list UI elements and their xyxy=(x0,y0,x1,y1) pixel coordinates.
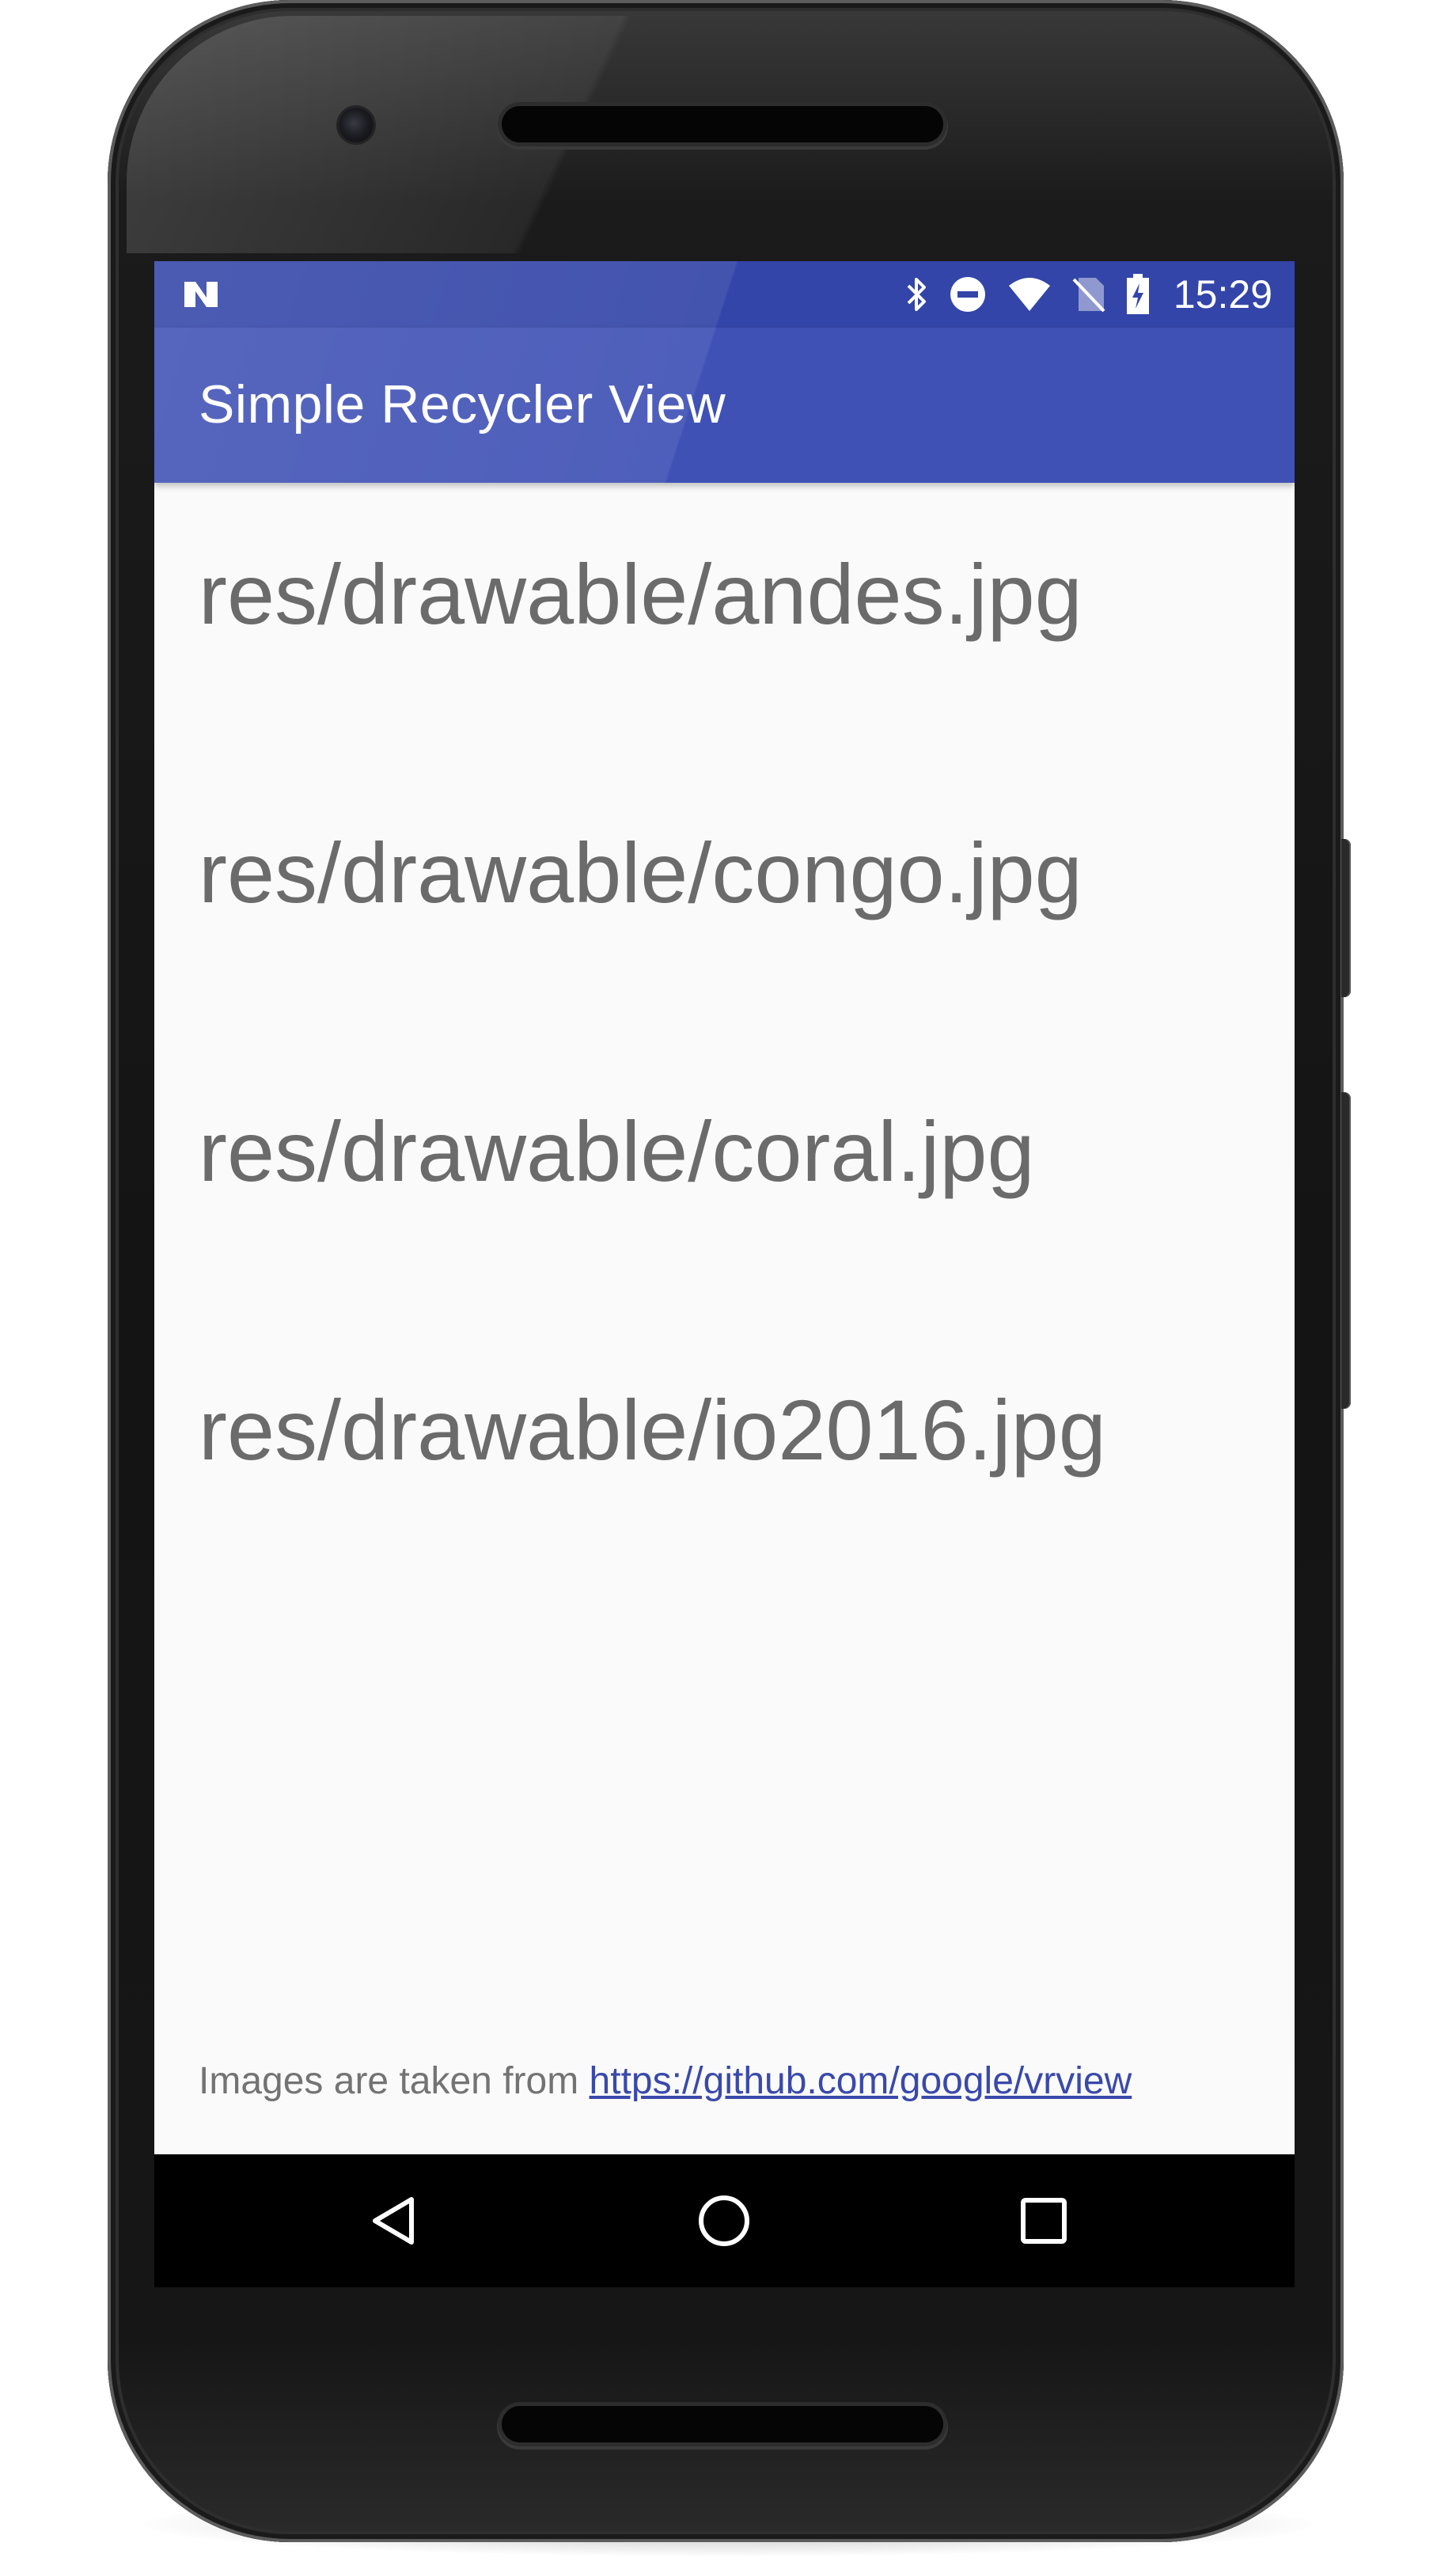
list-item[interactable]: res/drawable/andes.jpg xyxy=(154,483,1295,761)
navigation-bar xyxy=(154,2154,1295,2287)
status-clock: 15:29 xyxy=(1173,272,1272,317)
app-title: Simple Recycler View xyxy=(199,374,726,435)
app-bar: Simple Recycler View xyxy=(154,328,1295,483)
home-icon xyxy=(699,2195,749,2246)
attribution-note: Images are taken from https://github.com… xyxy=(199,2059,1132,2103)
power-key xyxy=(1341,839,1351,997)
status-bar: 15:29 xyxy=(154,261,1295,328)
wifi-icon xyxy=(1008,278,1050,311)
home-button[interactable] xyxy=(691,2188,757,2254)
no-sim-icon xyxy=(1072,278,1105,313)
bottom-speaker xyxy=(502,2406,943,2442)
back-button[interactable] xyxy=(360,2188,427,2254)
attribution-prefix: Images are taken from xyxy=(199,2060,590,2102)
earpiece-speaker xyxy=(502,106,943,142)
list-item[interactable]: res/drawable/coral.jpg xyxy=(154,1040,1295,1319)
volume-key xyxy=(1341,1092,1351,1409)
bluetooth-icon xyxy=(907,278,926,311)
notification-n-icon xyxy=(184,282,218,307)
recycler-list: res/drawable/andes.jpg res/drawable/cong… xyxy=(154,483,1295,1597)
device-screen: 15:29 Simple Recycler View res/drawable/… xyxy=(154,261,1295,2287)
status-icons: 15:29 xyxy=(904,269,1272,320)
recents-icon xyxy=(1021,2198,1067,2244)
list-item[interactable]: res/drawable/io2016.jpg xyxy=(154,1319,1295,1597)
front-camera xyxy=(339,108,373,142)
list-item-label: res/drawable/io2016.jpg xyxy=(199,1382,1106,1478)
recents-button[interactable] xyxy=(1010,2188,1077,2254)
do-not-disturb-icon xyxy=(950,277,985,312)
battery-charging-icon xyxy=(1126,274,1149,314)
attribution-link[interactable]: https://github.com/google/vrview xyxy=(589,2060,1132,2102)
list-item[interactable]: res/drawable/congo.jpg xyxy=(154,761,1295,1040)
list-item-label: res/drawable/congo.jpg xyxy=(199,825,1083,920)
list-item-label: res/drawable/coral.jpg xyxy=(199,1103,1035,1199)
list-item-label: res/drawable/andes.jpg xyxy=(199,546,1083,642)
back-icon xyxy=(373,2197,414,2245)
